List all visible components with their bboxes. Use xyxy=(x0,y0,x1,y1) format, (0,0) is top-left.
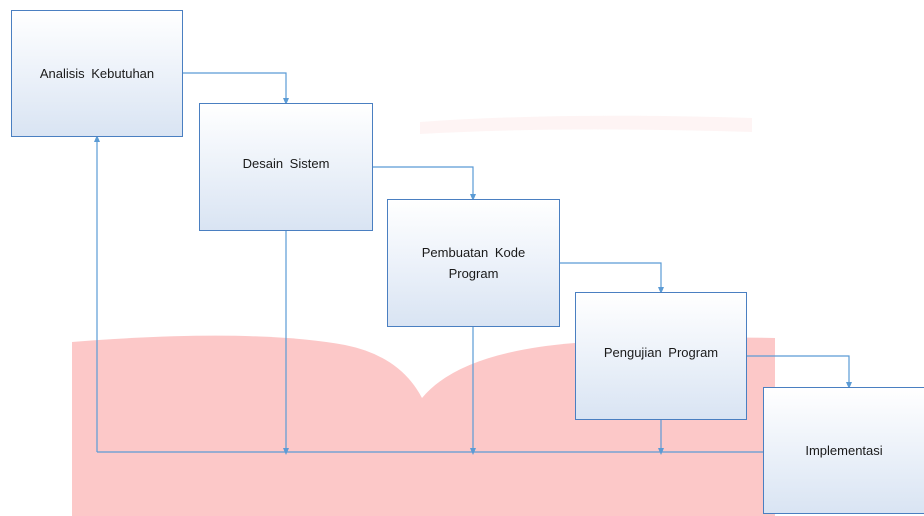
step-box-pembuatan: Pembuatan Kode Program xyxy=(387,199,560,327)
step-label-desain: Desain Sistem xyxy=(242,156,330,171)
arrow-analisis-to-desain xyxy=(183,72,289,105)
watermark-book-left xyxy=(72,335,422,516)
step-box-analisis: Analisis Kebutuhan xyxy=(11,10,183,137)
step-label-implementasi: Implementasi xyxy=(805,443,883,458)
step-box-pengujian: Pengujian Program xyxy=(575,292,747,420)
arrow-pengujian-to-implementasi xyxy=(747,355,852,389)
step-label-pembuatan: Pembuatan Kode Program xyxy=(421,245,526,281)
step-label-analisis: Analisis Kebutuhan xyxy=(39,66,155,81)
arrow-desain-to-pembuatan xyxy=(373,166,476,201)
watermark-page-faint xyxy=(420,115,752,134)
step-label-pengujian: Pengujian Program xyxy=(603,345,719,360)
arrow-pembuatan-to-pengujian xyxy=(560,262,664,294)
step-box-implementasi: Implementasi xyxy=(763,387,924,514)
step-box-desain: Desain Sistem xyxy=(199,103,373,231)
